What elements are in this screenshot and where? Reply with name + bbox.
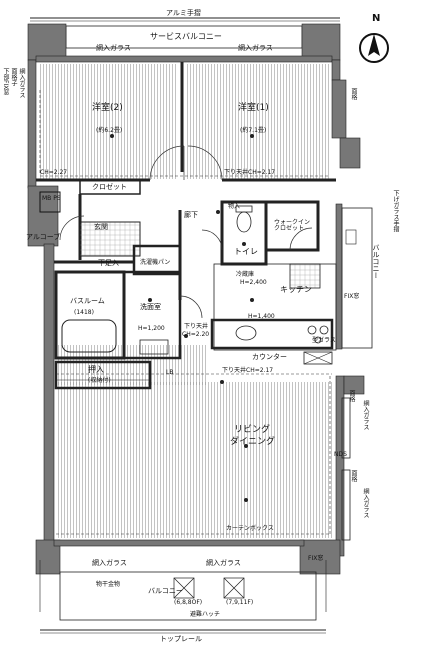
- drying-hardware-label: 物干金物: [96, 581, 121, 588]
- ch-top-note: 下り天井CH=2.17: [224, 169, 276, 176]
- bathroom-size: (1418): [74, 309, 94, 316]
- washroom-label: 洗面室: [140, 303, 161, 311]
- walkin-closet-room: [264, 200, 320, 252]
- escape-hatch-label: 避難ハッチ: [190, 611, 221, 618]
- storage-label: 物入: [228, 203, 241, 210]
- ch-living-note: 下り天井CH=2.17: [222, 367, 274, 374]
- exterior-walls: [27, 23, 365, 575]
- entrance-label: 玄関: [94, 223, 108, 231]
- mesh-glass-top-right: 網入ガラス: [238, 44, 273, 52]
- western2-area: (約6.2畳): [96, 127, 123, 134]
- curtain-box-note: カーテンボックス: [226, 525, 274, 532]
- alcove-label: アルコーブ: [26, 233, 61, 241]
- washroom-room: [122, 270, 182, 360]
- bottom-balcony: [59, 571, 317, 621]
- nds-note: NDS: [334, 451, 347, 458]
- hall-floor: [56, 345, 206, 385]
- north-compass: N: [356, 14, 392, 66]
- compass-arrow-icon: [368, 34, 380, 56]
- living-name: リビング: [234, 425, 271, 435]
- h-kitchen-note: H=2,400: [240, 279, 267, 286]
- lower-ceiling-note: 下り天井: [184, 323, 209, 330]
- left-window-note-1: 網入ガラス: [18, 68, 25, 98]
- western2-floor: [38, 64, 178, 179]
- handrail-label: アルミ手摺: [166, 9, 201, 17]
- oshiire-box: [54, 360, 152, 390]
- shoe-box-label: 下足入: [98, 259, 119, 267]
- living-name2: ダイニング: [230, 437, 276, 447]
- kitchen-counter-box: [210, 318, 334, 350]
- hall-label: 廊下: [184, 211, 198, 219]
- fridge-label: 冷蔵庫: [236, 271, 255, 278]
- compass-letter: N: [372, 13, 381, 24]
- bathroom-name: バスルーム: [70, 297, 105, 305]
- h-shelf-note: H=1,400: [248, 313, 275, 320]
- top-rail-label: トップレール: [160, 635, 202, 643]
- mesh-right-1: 網入ガラス: [362, 400, 369, 430]
- closet2-name: 押入: [88, 365, 104, 374]
- fix-bottom-right: FIX窓: [308, 555, 324, 562]
- western2-name: 洋室(2): [92, 103, 123, 113]
- entrance-tile: [79, 221, 141, 257]
- walkin-label: ウォークインクロゼット: [274, 219, 311, 232]
- kitchen-label: キッチン: [280, 285, 312, 294]
- western1-name: 洋室(1): [238, 103, 269, 113]
- ch-hall: CH=2.27: [40, 169, 68, 176]
- left-window-note-3: 下部FIX窓: [2, 68, 9, 96]
- mesh-bottom-right: 網入ガラス: [206, 559, 241, 567]
- window-right-2: 面格: [348, 390, 355, 402]
- mesh-right-2: 網入ガラス: [362, 488, 369, 518]
- left-window-note-2: 面格子: [10, 68, 17, 86]
- fixed-glass-note: FIX窓: [344, 293, 360, 300]
- balcony-right-label: バルコニー: [372, 244, 380, 279]
- mesh-glass-top-left: 網入ガラス: [96, 44, 131, 52]
- hatch-floors-1: (6,8,8OF): [174, 599, 203, 606]
- window-right-1: 面格: [350, 88, 357, 100]
- mb-ps-label: MB PS: [42, 195, 61, 202]
- counter-label: カウンター: [252, 353, 287, 361]
- kitchen-area: [213, 263, 337, 351]
- closet2-sub: (収納付): [88, 377, 111, 384]
- ch-lower-note: CH=2.20: [182, 331, 210, 338]
- east-window-note: 下げガラス手摺: [392, 190, 399, 232]
- closet-box: [79, 179, 141, 195]
- right-balcony: [341, 207, 373, 349]
- western1-area: (約7.1畳): [240, 127, 267, 134]
- h-wash-note: H=1,200: [138, 325, 165, 332]
- hatch-floors-2: (7,9,11F): [226, 599, 254, 606]
- escape-hatch-boxes: [173, 577, 245, 599]
- western1-floor: [186, 64, 330, 179]
- mesh-bottom-left: 網入ガラス: [92, 559, 127, 567]
- window-right-3: 面格: [350, 470, 357, 482]
- closet-label: クロゼット: [92, 183, 127, 191]
- living-floor: [56, 382, 334, 538]
- toilet-label: トイレ: [234, 247, 258, 256]
- balcony-bottom-label: バルコニー: [148, 587, 183, 595]
- mirror-glass-note: 型ガラス: [312, 337, 336, 344]
- service-balcony-label: サービスバルコニー: [150, 32, 222, 41]
- washer-label: 洗濯機パン: [140, 259, 171, 266]
- lb-note: LB: [166, 369, 174, 376]
